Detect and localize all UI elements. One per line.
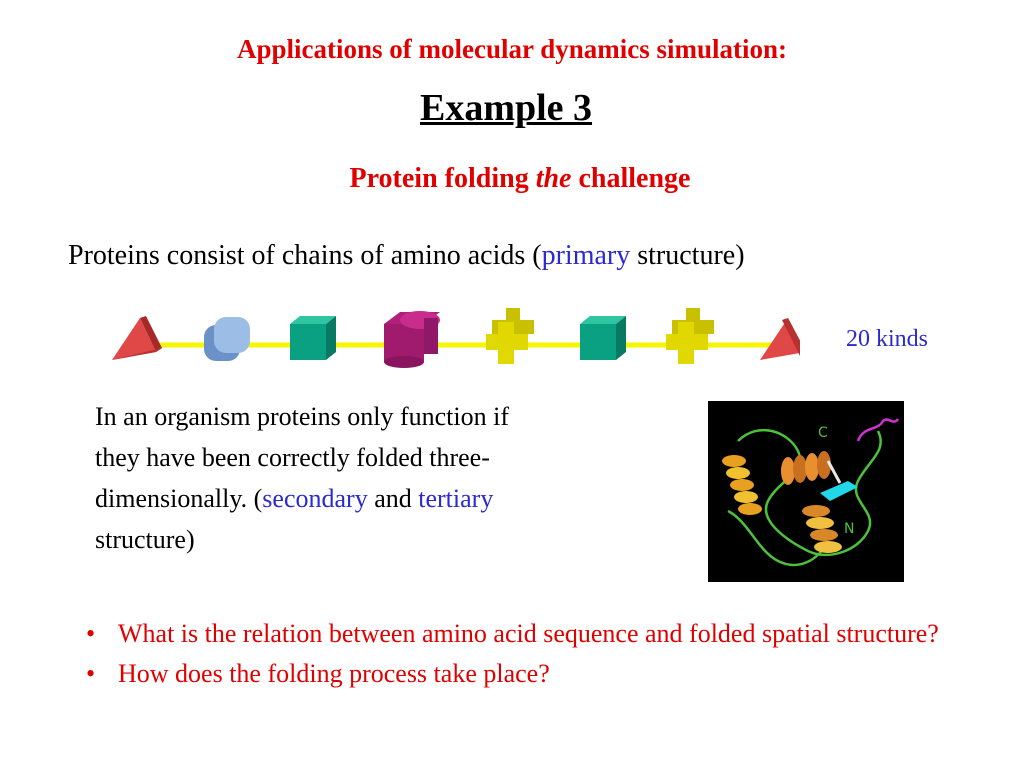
triangle-amino-acid-right [760,318,800,360]
protein-coil-magenta [856,418,900,442]
kinds-label: 20 kinds [846,326,929,352]
para-highlight-secondary: secondary [262,484,368,513]
intro-after: structure) [630,240,745,271]
question-item-2: How does the folding process take place? [86,654,986,694]
protein-coil-green [737,428,882,557]
intro-highlight-primary: primary [541,240,631,271]
para-highlight-tertiary: tertiary [418,484,494,513]
cube-amino-acid-1 [290,316,336,360]
protein-coil-green-2 [727,509,830,567]
intro-sentence: Proteins consist of chains of amino acid… [68,240,745,272]
para-text1: In an organism proteins only function if… [95,402,510,513]
folding-paragraph: In an organism proteins only function if… [95,396,525,560]
cross-amino-acid-2 [666,308,714,364]
cube-amino-acid-2 [580,316,626,360]
helix-lower [802,505,842,553]
para-text3: structure) [95,525,195,554]
subtitle: Protein folding the challenge [0,163,1024,195]
subtitle-part2: challenge [571,163,691,194]
beta-strand-cyan [820,481,858,501]
helix-left [722,455,762,515]
folded-protein-image: C N [708,401,904,582]
subtitle-italic: the [535,163,572,194]
cylinder-amino-acid [384,311,440,368]
question-item-1: What is the relation between amino acid … [86,614,986,654]
triangle-amino-acid-left [112,316,162,360]
c-terminus-label: C [818,425,828,441]
question-list: What is the relation between amino acid … [86,614,986,694]
disulfide-bond [826,460,842,484]
para-text2: and [367,484,419,513]
slide-title: Applications of molecular dynamics simul… [236,34,788,64]
amino-acid-chain-diagram [112,308,800,368]
intro-before: Proteins consist of chains of amino acid… [68,240,542,271]
example-heading: Example 3 [419,87,593,129]
subtitle-part1: Protein folding [349,163,536,194]
helix-center [781,451,831,485]
cross-amino-acid-1 [486,308,534,364]
n-terminus-label: N [844,521,854,537]
octagon-amino-acid [204,317,250,361]
